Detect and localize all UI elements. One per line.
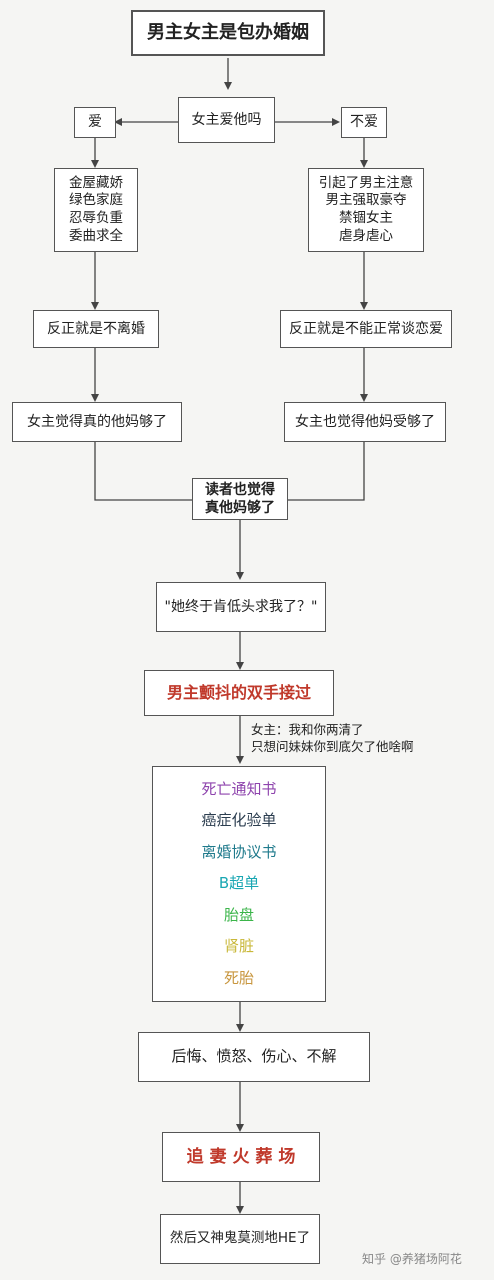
right-fedup-text: 女主也觉得他妈受够了 bbox=[295, 413, 435, 430]
left-trait: 金屋藏娇 bbox=[69, 174, 123, 191]
right-anyway-box: 反正就是不能正常谈恋爱 bbox=[280, 310, 452, 348]
ending-text: 然后又神鬼莫测地HE了 bbox=[169, 1230, 311, 1247]
document-item: 死亡通知书 bbox=[201, 779, 277, 798]
watermark: 知乎 @养猪场阿花 bbox=[362, 1250, 462, 1267]
right-anyway-text: 反正就是不能正常谈恋爱 bbox=[289, 320, 443, 337]
right-trait: 引起了男主注意 bbox=[318, 174, 414, 191]
question-box: 女主爱他吗 bbox=[178, 97, 275, 143]
left-branch-box: 爱 bbox=[74, 107, 116, 138]
left-anyway-box: 反正就是不离婚 bbox=[33, 310, 159, 348]
right-trait: 虐身虐心 bbox=[339, 227, 393, 244]
left-anyway-text: 反正就是不离婚 bbox=[47, 320, 145, 337]
note-line: 只想问妹妹你到底欠了他啥啊 bbox=[251, 738, 414, 754]
quote-text: "她终于肯低头求我了？" bbox=[164, 598, 318, 615]
quote-box: "她终于肯低头求我了？" bbox=[156, 582, 326, 632]
left-fedup-box: 女主觉得真的他妈够了 bbox=[12, 402, 182, 442]
ending-box: 然后又神鬼莫测地HE了 bbox=[160, 1214, 320, 1264]
note-line: 女主：我和你两清了 bbox=[251, 722, 364, 737]
right-branch-box: 不爱 bbox=[341, 107, 387, 138]
document-item: 死胎 bbox=[223, 968, 254, 987]
female-lead-note: 女主：我和你两清了 只想问妹妹你到底欠了他啥啊 bbox=[251, 722, 414, 756]
catch-box: 男主颤抖的双手接过 bbox=[144, 670, 334, 716]
question-text: 女主爱他吗 bbox=[191, 111, 262, 128]
chase-box: 追 妻 火 葬 场 bbox=[162, 1132, 320, 1182]
title-text: 男主女主是包办婚姻 bbox=[147, 22, 309, 44]
right-trait: 男主强取豪夺 bbox=[325, 192, 407, 209]
watermark-text: 知乎 @养猪场阿花 bbox=[362, 1252, 462, 1266]
left-fedup-text: 女主觉得真的他妈够了 bbox=[27, 413, 167, 430]
left-branch-label: 爱 bbox=[88, 114, 102, 131]
reader-box: 读者也觉得 真他妈够了 bbox=[192, 478, 288, 520]
right-fedup-box: 女主也觉得他妈受够了 bbox=[284, 402, 446, 442]
emotions-text: 后悔、愤怒、伤心、不解 bbox=[171, 1047, 337, 1066]
reader-line: 读者也觉得 bbox=[205, 481, 275, 498]
left-traits-box: 金屋藏娇 绿色家庭 忍辱负重 委曲求全 bbox=[54, 168, 138, 252]
document-item: B超单 bbox=[218, 874, 260, 893]
title-box: 男主女主是包办婚姻 bbox=[131, 10, 325, 56]
left-trait: 委曲求全 bbox=[69, 227, 123, 244]
right-trait: 禁锢女主 bbox=[339, 210, 393, 226]
left-trait: 绿色家庭 bbox=[69, 192, 123, 209]
catch-text: 男主颤抖的双手接过 bbox=[166, 682, 311, 702]
emotions-box: 后悔、愤怒、伤心、不解 bbox=[138, 1032, 370, 1082]
left-trait: 忍辱负重 bbox=[69, 210, 123, 226]
document-item: 癌症化验单 bbox=[201, 811, 277, 830]
reader-line: 真他妈够了 bbox=[205, 500, 275, 516]
document-item: 胎盘 bbox=[223, 905, 254, 924]
document-item: 离婚协议书 bbox=[201, 842, 277, 861]
documents-box: 死亡通知书癌症化验单离婚协议书 B超单胎盘肾脏死胎 bbox=[152, 766, 326, 1002]
chase-text: 追 妻 火 葬 场 bbox=[186, 1146, 296, 1167]
right-traits-box: 引起了男主注意 男主强取豪夺 禁锢女主 虐身虐心 bbox=[308, 168, 424, 252]
right-branch-label: 不爱 bbox=[350, 114, 378, 131]
document-item: 肾脏 bbox=[223, 937, 254, 956]
